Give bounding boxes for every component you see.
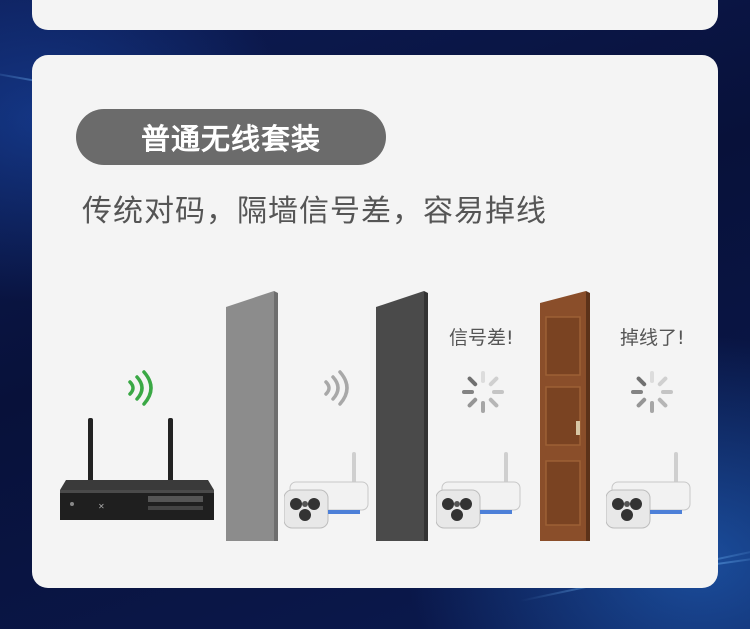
- wifi-signal-icon: [128, 370, 153, 406]
- section-heading-pill: 普通无线套装: [76, 109, 386, 165]
- section-heading: 普通无线套装: [140, 122, 321, 156]
- weak-signal-label: 信号差!: [449, 327, 514, 349]
- wifi-signal-icon: [324, 370, 349, 406]
- wall-dark: [376, 291, 428, 541]
- bullet-camera-icon: [436, 452, 521, 529]
- bullet-camera-icon: [284, 452, 369, 529]
- svg-text:✕: ✕: [98, 502, 105, 511]
- top-card: [32, 0, 718, 30]
- wooden-door: [540, 291, 590, 541]
- loading-spinner-icon: [462, 371, 504, 413]
- wall-light: [226, 291, 278, 541]
- nvr-router-icon: ✕: [60, 418, 214, 520]
- bullet-camera-icon: [606, 452, 691, 529]
- loading-spinner-icon: [631, 371, 673, 413]
- disconnected-label: 掉线了!: [620, 327, 685, 349]
- subtitle: 传统对码，隔墙信号差，容易掉线: [82, 194, 547, 229]
